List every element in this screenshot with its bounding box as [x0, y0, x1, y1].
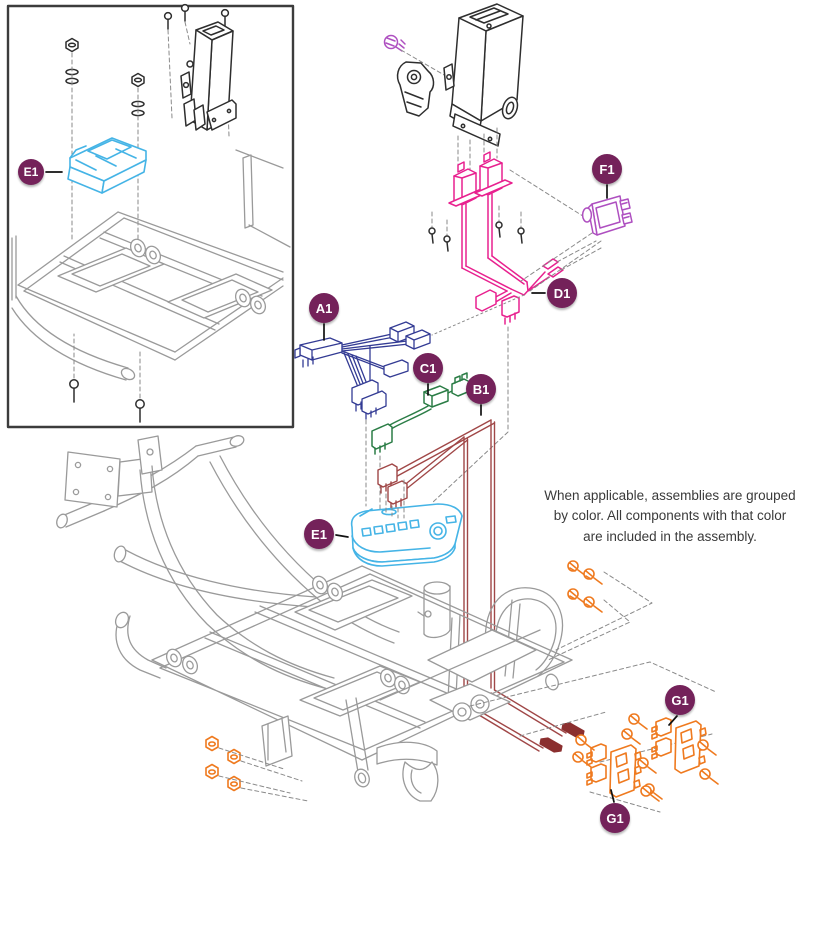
controller-mount-tower-inset [180, 21, 237, 131]
callout-c1: C1 [413, 353, 443, 383]
inset-panel [6, 3, 295, 429]
controller-shroud-tower [443, 3, 524, 147]
mounting-screws-black [428, 205, 525, 252]
callout-b1: B1 [466, 374, 496, 404]
bolt-hardware-inset [69, 333, 145, 423]
callout-a1: A1 [309, 293, 339, 323]
c1-cable-assembly [371, 372, 471, 511]
callout-d1: D1 [547, 278, 577, 308]
washer-stack-left [65, 37, 79, 241]
main-frame [56, 435, 573, 802]
callout-g1-lower: G1 [600, 803, 630, 833]
callout-e1-inset: E1 [18, 159, 44, 185]
callout-arrows [45, 171, 678, 803]
note-line: by color. All components with that color [553, 508, 787, 524]
orange-nuts-lower-left [205, 735, 309, 802]
f1-connector-module [520, 195, 633, 292]
callout-f1: F1 [592, 154, 622, 184]
note-line: When applicable, assemblies are grouped [544, 488, 796, 503]
washer-stack-mid [131, 72, 145, 269]
e1-controller-module-inset [67, 137, 147, 194]
pivot-bracket [396, 61, 435, 117]
note-line: are included in the assembly. [583, 528, 757, 544]
tiller-shroud-assembly [383, 3, 587, 252]
g1-hardware [205, 560, 719, 813]
orange-screws-upper [547, 560, 653, 661]
g1-connector-assembly-lower [572, 734, 660, 802]
e1-controller-module-main [350, 503, 463, 567]
callout-g1-upper: G1 [665, 685, 695, 715]
d1-breaker-wiring-assembly [431, 151, 564, 504]
callout-e1-main: E1 [304, 519, 334, 549]
violet-screw [383, 34, 447, 77]
a1-wiring-harness [294, 321, 431, 507]
g1-connector-assembly-upper [621, 713, 719, 800]
assembly-color-note: When applicable, assemblies are grouped … [510, 486, 819, 547]
chassis-frame-inset [11, 149, 291, 381]
